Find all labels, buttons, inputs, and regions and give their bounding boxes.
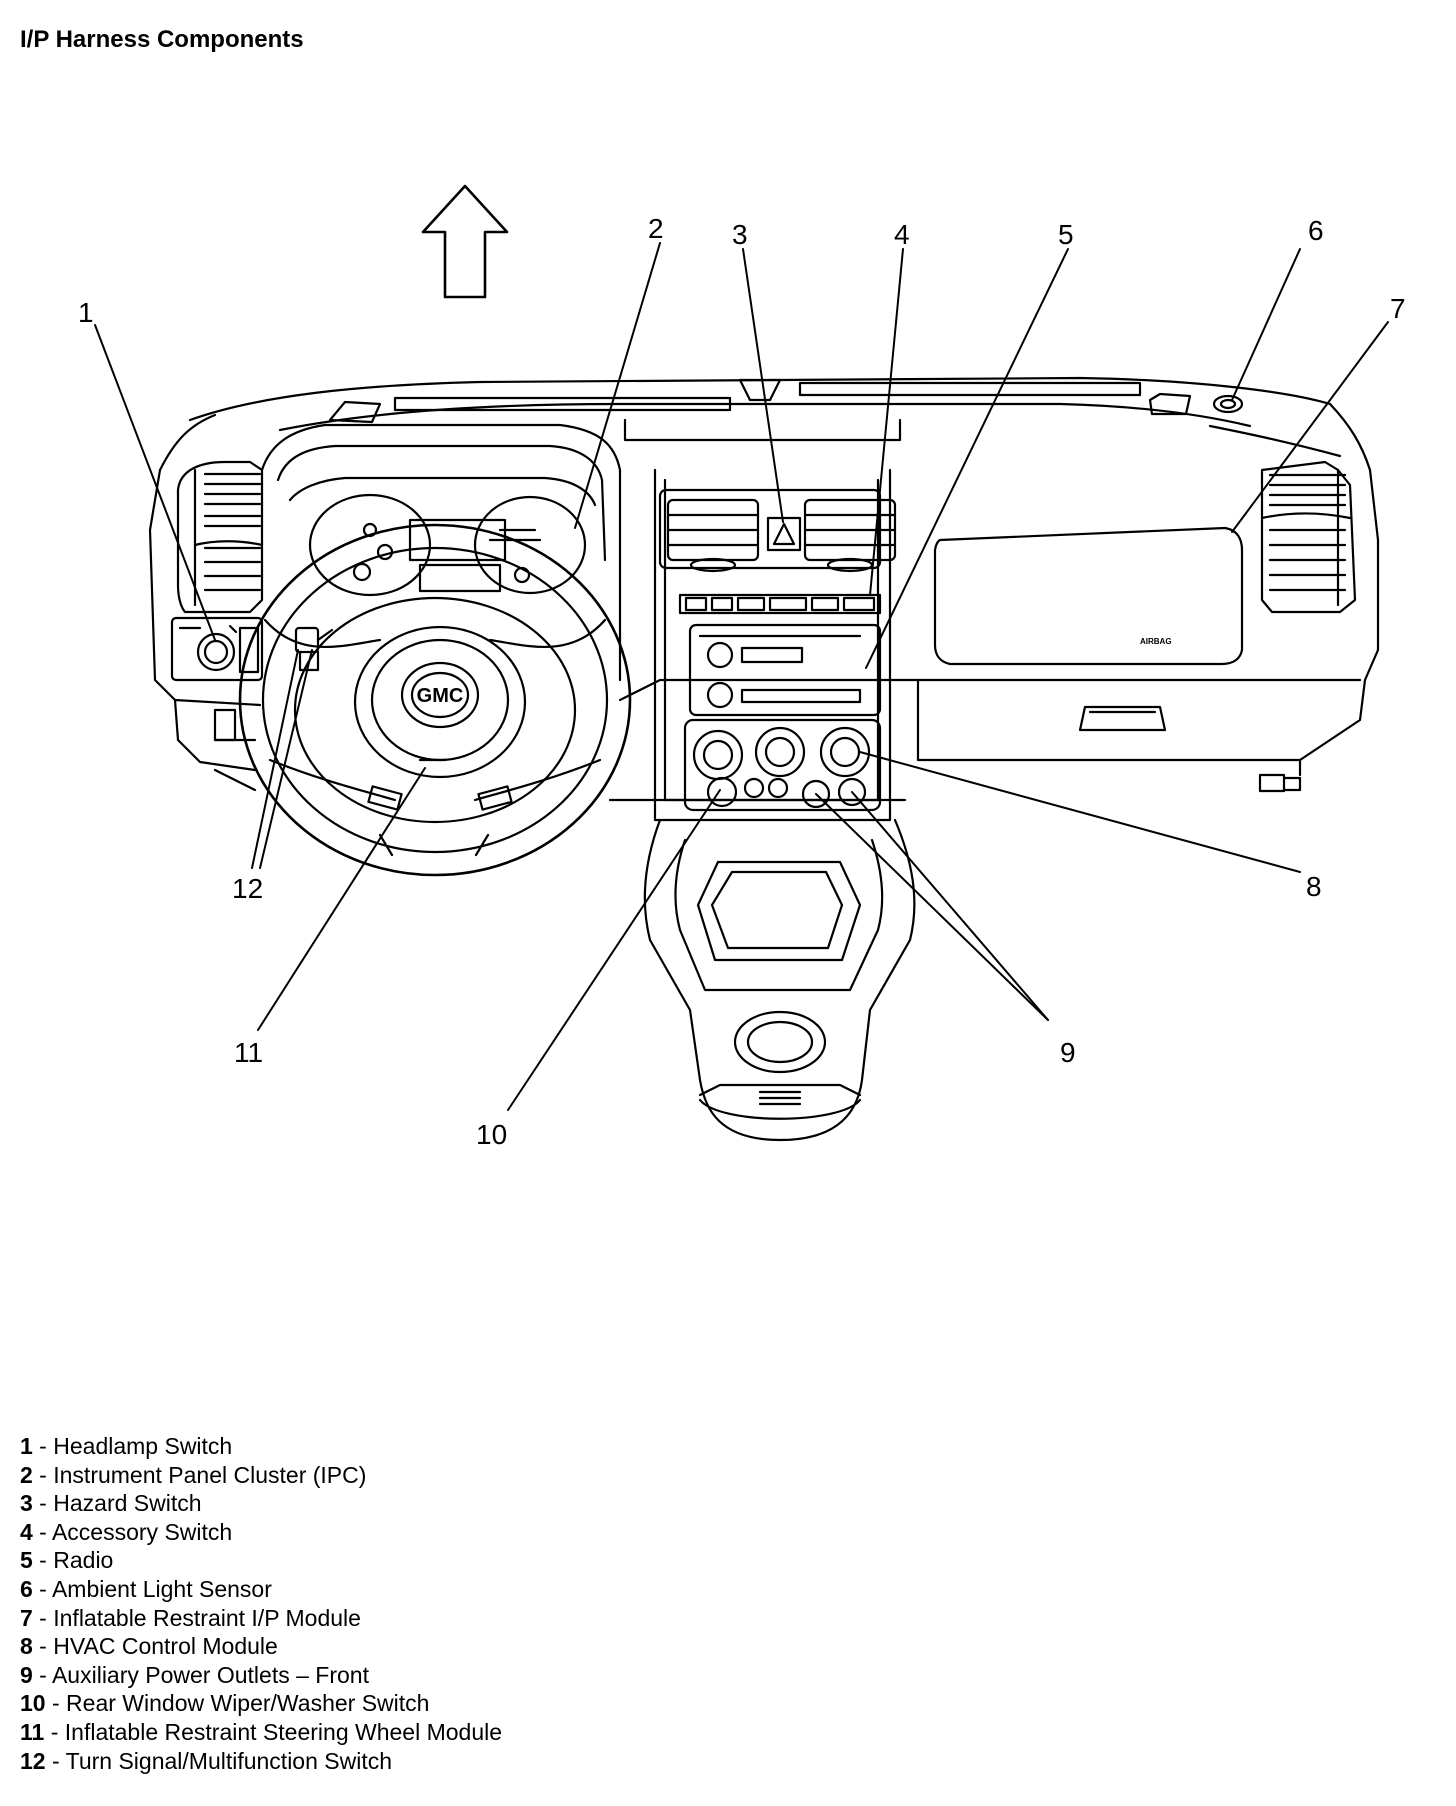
leader-2 <box>574 242 661 529</box>
legend-item: 1 - Headlamp Switch <box>20 1433 233 1459</box>
hazard-switch <box>766 516 802 552</box>
leader-9b <box>851 791 1049 1021</box>
lower-left-panel <box>213 708 257 792</box>
glovebox <box>1078 705 1167 732</box>
callout-5: 5 <box>1058 219 1074 250</box>
callout-10: 10 <box>476 1119 507 1150</box>
headlamp-switch <box>170 616 264 682</box>
hazard-icon <box>772 522 796 546</box>
radio <box>688 623 882 717</box>
leader-8 <box>859 751 1301 873</box>
callout-labels: 1 2 3 4 5 6 7 8 9 10 11 12 <box>78 213 1406 1150</box>
legend-item: 10 - Rear Window Wiper/Washer Switch <box>20 1690 430 1717</box>
callout-1: 1 <box>78 297 94 328</box>
leader-10 <box>507 789 721 1111</box>
callout-7: 7 <box>1390 293 1406 324</box>
callout-3: 3 <box>732 219 748 250</box>
callout-11: 11 <box>234 1037 263 1068</box>
leader-1 <box>94 324 216 641</box>
leader-5 <box>865 248 1069 669</box>
leader-6 <box>1231 248 1301 401</box>
dashboard-diagram: GMC <box>78 184 1406 1150</box>
forward-arrow-icon <box>421 184 509 299</box>
steering-wheel: GMC <box>238 523 632 877</box>
leader-11 <box>257 767 426 1031</box>
leader-4 <box>869 248 904 596</box>
legend-item: 12 - Turn Signal/Multifunction Switch <box>20 1747 393 1774</box>
center-stack <box>653 468 897 822</box>
callout-12: 12 <box>232 873 263 904</box>
passenger-airbag-module: AIRBAG <box>933 526 1244 666</box>
callout-6: 6 <box>1308 215 1324 246</box>
leader-12b <box>259 649 313 869</box>
airbag-label: AIRBAG <box>1140 637 1172 646</box>
hvac-control-module <box>683 718 882 812</box>
legend-item: 8 - HVAC Control Module <box>20 1633 278 1660</box>
legend-item: 2 - Instrument Panel Cluster (IPC) <box>20 1461 367 1488</box>
page-title: I/P Harness Components <box>20 26 304 53</box>
callout-8: 8 <box>1306 871 1322 902</box>
callout-2: 2 <box>648 213 664 244</box>
legend-item: 5 - Radio <box>20 1547 114 1574</box>
component-legend: 1 - Headlamp Switch 2 - Instrument Panel… <box>20 1432 502 1775</box>
legend-item: 11 - Inflatable Restraint Steering Wheel… <box>20 1718 503 1745</box>
legend-item: 4 - Accessory Switch <box>20 1518 233 1545</box>
leader-9a <box>815 793 1049 1021</box>
callout-4: 4 <box>894 219 910 250</box>
leader-3 <box>742 248 784 523</box>
legend-item: 3 - Hazard Switch <box>20 1490 202 1517</box>
leader-7 <box>1231 321 1389 533</box>
right-air-vent <box>1260 460 1357 614</box>
turn-signal-stalk <box>294 626 334 672</box>
legend-item: 6 - Ambient Light Sensor <box>20 1575 272 1602</box>
gmc-badge: GMC <box>417 685 464 707</box>
instrument-cluster <box>260 423 622 682</box>
callout-9: 9 <box>1060 1037 1076 1068</box>
leader-lines <box>94 242 1389 1111</box>
left-air-vent <box>176 460 264 614</box>
legend-item: 9 - Auxiliary Power Outlets – Front <box>20 1661 369 1688</box>
dash-top-cover <box>158 376 1372 472</box>
center-console <box>643 818 916 1142</box>
legend-item: 7 - Inflatable Restraint I/P Module <box>20 1604 361 1631</box>
leader-12a <box>251 649 299 869</box>
